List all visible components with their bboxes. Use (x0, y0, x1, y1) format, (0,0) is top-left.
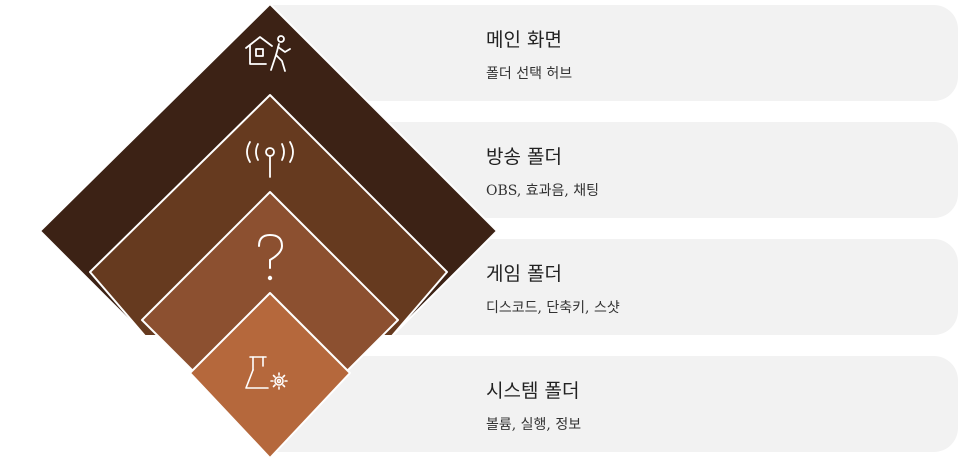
flask-gear-icon (245, 356, 288, 390)
layer-subtitle: 폴더 선택 허브 (486, 66, 573, 82)
layer-subtitle: OBS, 효과음, 채팅 (486, 183, 600, 199)
pyramid-layer-system[interactable] (189, 292, 351, 459)
layer-card-main[interactable]: 메인 화면 폴더 선택 허브 (270, 5, 958, 101)
layer-title: 메인 화면 (486, 29, 562, 51)
layer-title: 게임 폴더 (486, 263, 562, 285)
layer-subtitle: 볼륨, 실행, 정보 (486, 417, 582, 433)
layer-card-system[interactable]: 시스템 폴더 볼륨, 실행, 정보 (270, 356, 958, 452)
question-mark-icon (258, 233, 284, 281)
home-exit-icon (245, 35, 291, 72)
layer-title: 방송 폴더 (486, 146, 562, 168)
layer-subtitle: 디스코드, 단축키, 스샷 (486, 300, 620, 316)
broadcast-antenna-icon (246, 141, 294, 178)
layer-title: 시스템 폴더 (486, 380, 580, 402)
